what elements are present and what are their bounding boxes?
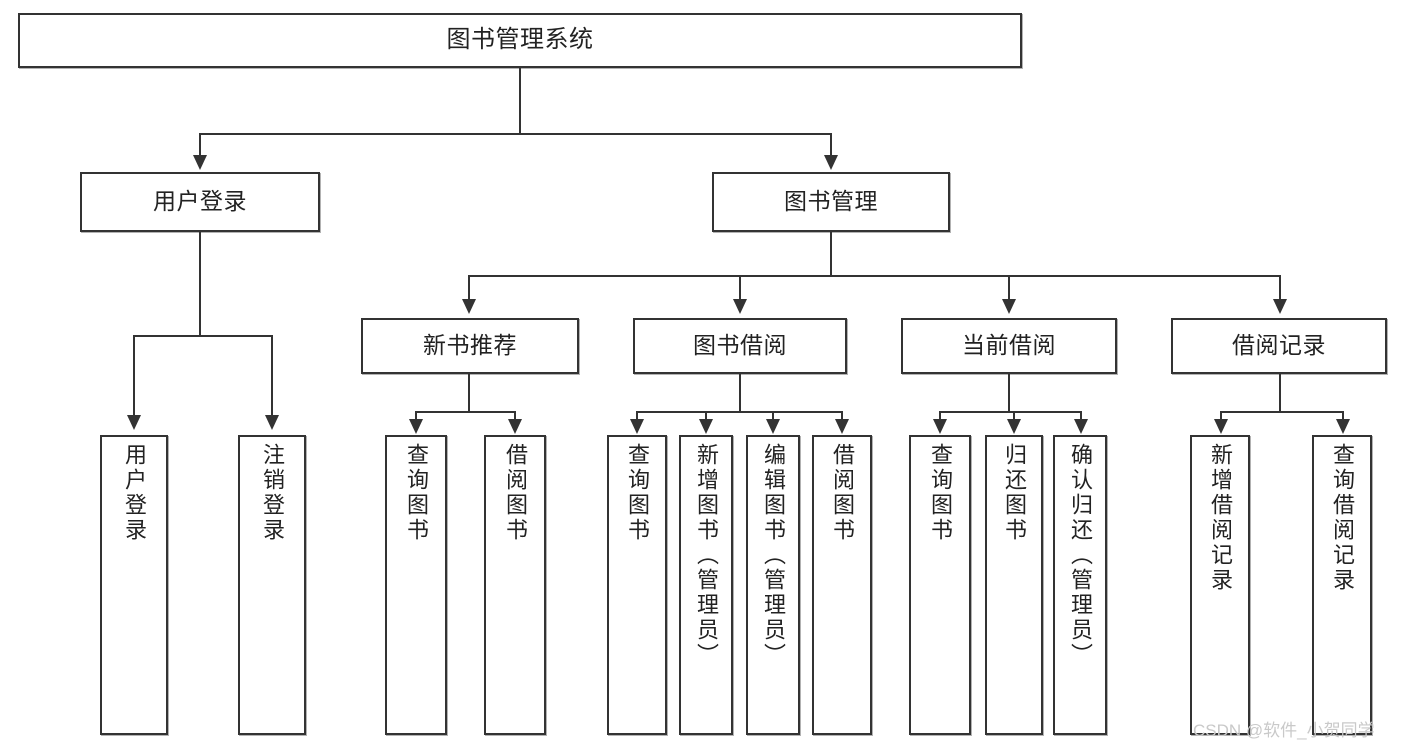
leaf-edit-book-label: 编辑图书（管理员） [761, 443, 786, 668]
arrow-borrow-to-leaf-3 [766, 419, 780, 434]
connector-recommend-to-leaf-1 [415, 411, 417, 421]
connector-current-bus [939, 411, 1081, 413]
connector-user-login-to-leaf-2 [271, 335, 273, 417]
arrow-book-manage-to-recommend [462, 299, 476, 314]
leaf-query-book-1-label: 查询图书 [404, 443, 429, 543]
connector-borrow-to-leaf-1 [636, 411, 638, 421]
connector-borrow-to-leaf-3 [772, 411, 774, 421]
node-book-borrow[interactable]: 图书借阅 [633, 318, 847, 374]
arrow-book-manage-to-current [1002, 299, 1016, 314]
node-new-book-recommend[interactable]: 新书推荐 [361, 318, 579, 374]
arrow-root-to-book-manage [824, 155, 838, 170]
connector-user-login-to-leaf-1 [133, 335, 135, 417]
leaf-confirm-return-label: 确认归还（管理员） [1068, 443, 1093, 668]
csdn-watermark: CSDN @软件_小贺同学 [1193, 721, 1375, 740]
leaf-query-record[interactable]: 查询借阅记录 [1312, 435, 1372, 735]
connector-record-stem [1279, 374, 1281, 412]
leaf-confirm-return[interactable]: 确认归还（管理员） [1053, 435, 1107, 735]
leaf-query-book-2[interactable]: 查询图书 [607, 435, 667, 735]
connector-user-login-stem [199, 232, 201, 336]
arrow-root-to-user-login [193, 155, 207, 170]
connector-recommend-stem [468, 374, 470, 412]
connector-book-manage-to-recommend [468, 275, 470, 301]
leaf-return-book-label: 归还图书 [1002, 443, 1027, 543]
connector-borrow-to-leaf-4 [841, 411, 843, 421]
node-book-manage-label: 图书管理 [784, 188, 878, 215]
connector-current-to-leaf-2 [1013, 411, 1015, 421]
connector-current-to-leaf-3 [1080, 411, 1082, 421]
leaf-return-book[interactable]: 归还图书 [985, 435, 1043, 735]
leaf-borrow-book-1-label: 借阅图书 [503, 443, 528, 543]
connector-borrow-stem [739, 374, 741, 412]
arrow-record-to-leaf-1 [1214, 419, 1228, 434]
leaf-borrow-book-2-label: 借阅图书 [830, 443, 855, 543]
leaf-query-book-2-label: 查询图书 [625, 443, 650, 543]
arrow-book-manage-to-record [1273, 299, 1287, 314]
leaf-edit-book[interactable]: 编辑图书（管理员） [746, 435, 800, 735]
connector-current-stem [1008, 374, 1010, 412]
node-current-borrow-label: 当前借阅 [962, 332, 1056, 359]
arrow-user-login-to-leaf-1 [127, 415, 141, 430]
arrow-recommend-to-leaf-2 [508, 419, 522, 434]
connector-current-to-leaf-1 [939, 411, 941, 421]
leaf-query-book-3-label: 查询图书 [928, 443, 953, 543]
node-user-login-label: 用户登录 [153, 188, 247, 215]
leaf-query-record-label: 查询借阅记录 [1330, 443, 1355, 593]
node-borrow-record-label: 借阅记录 [1232, 332, 1326, 359]
node-current-borrow[interactable]: 当前借阅 [901, 318, 1117, 374]
connector-borrow-bus [636, 411, 843, 413]
connector-book-manage-bus [468, 275, 1281, 277]
leaf-user-login-label: 用户登录 [122, 443, 147, 543]
connector-book-manage-stem [830, 232, 832, 276]
leaf-query-book-3[interactable]: 查询图书 [909, 435, 971, 735]
connector-book-manage-to-current [1008, 275, 1010, 301]
leaf-borrow-book-1[interactable]: 借阅图书 [484, 435, 546, 735]
arrow-borrow-to-leaf-2 [699, 419, 713, 434]
connector-root-to-user-login [199, 133, 201, 157]
connector-record-to-leaf-1 [1220, 411, 1222, 421]
arrow-current-to-leaf-2 [1007, 419, 1021, 434]
node-user-login[interactable]: 用户登录 [80, 172, 320, 232]
node-borrow-record[interactable]: 借阅记录 [1171, 318, 1387, 374]
connector-root-to-book-manage [830, 133, 832, 157]
arrow-borrow-to-leaf-4 [835, 419, 849, 434]
arrow-record-to-leaf-2 [1336, 419, 1350, 434]
leaf-borrow-book-2[interactable]: 借阅图书 [812, 435, 872, 735]
node-root[interactable]: 图书管理系统 [18, 13, 1022, 68]
connector-root-stem [519, 68, 521, 134]
connector-root-bus [199, 133, 831, 135]
leaf-user-logout[interactable]: 注销登录 [238, 435, 306, 735]
node-book-manage[interactable]: 图书管理 [712, 172, 950, 232]
connector-book-manage-to-record [1279, 275, 1281, 301]
leaf-add-record-label: 新增借阅记录 [1208, 443, 1233, 593]
leaf-user-login[interactable]: 用户登录 [100, 435, 168, 735]
arrow-user-login-to-leaf-2 [265, 415, 279, 430]
node-book-borrow-label: 图书借阅 [693, 332, 787, 359]
connector-book-manage-to-borrow [739, 275, 741, 301]
connector-borrow-to-leaf-2 [705, 411, 707, 421]
arrow-borrow-to-leaf-1 [630, 419, 644, 434]
connector-recommend-bus [415, 411, 515, 413]
arrow-book-manage-to-borrow [733, 299, 747, 314]
node-root-label: 图书管理系统 [446, 26, 594, 54]
arrow-recommend-to-leaf-1 [409, 419, 423, 434]
leaf-add-record[interactable]: 新增借阅记录 [1190, 435, 1250, 735]
leaf-add-book-label: 新增图书（管理员） [694, 443, 719, 668]
node-new-book-recommend-label: 新书推荐 [423, 332, 517, 359]
arrow-current-to-leaf-3 [1074, 419, 1088, 434]
connector-recommend-to-leaf-2 [514, 411, 516, 421]
connector-record-to-leaf-2 [1342, 411, 1344, 421]
arrow-current-to-leaf-1 [933, 419, 947, 434]
leaf-query-book-1[interactable]: 查询图书 [385, 435, 447, 735]
leaf-user-logout-label: 注销登录 [260, 443, 285, 543]
connector-user-login-bus [133, 335, 271, 337]
leaf-add-book[interactable]: 新增图书（管理员） [679, 435, 733, 735]
connector-record-bus [1220, 411, 1343, 413]
